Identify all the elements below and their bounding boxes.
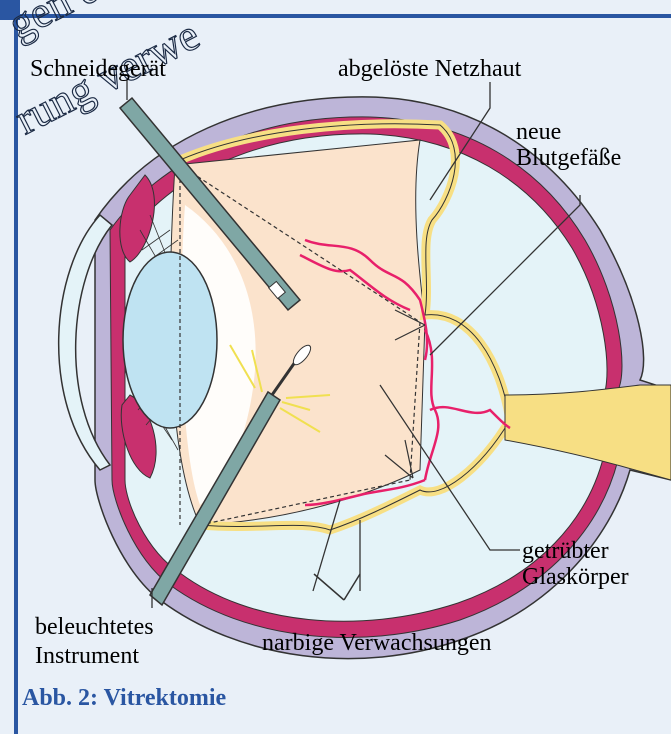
label-adhesions: narbige Verwachsungen <box>262 630 491 656</box>
label-illuminated-2: Instrument <box>35 643 139 669</box>
label-clouded-vitreous-2: Glaskörper <box>522 564 629 590</box>
watermark-line-1: gen d <box>0 0 108 49</box>
label-clouded-vitreous-1: getrübter <box>522 538 609 564</box>
label-new-vessels-1: neue <box>516 119 561 145</box>
label-detached-retina: abgelöste Netzhaut <box>338 56 522 82</box>
figure-caption: Abb. 2: Vitrektomie <box>22 685 226 712</box>
label-cutter: Schneidegerät <box>30 56 166 82</box>
label-new-vessels-2: Blutgefäße <box>516 145 621 171</box>
label-illuminated-1: beleuchtetes <box>35 614 154 640</box>
lens <box>123 252 217 428</box>
